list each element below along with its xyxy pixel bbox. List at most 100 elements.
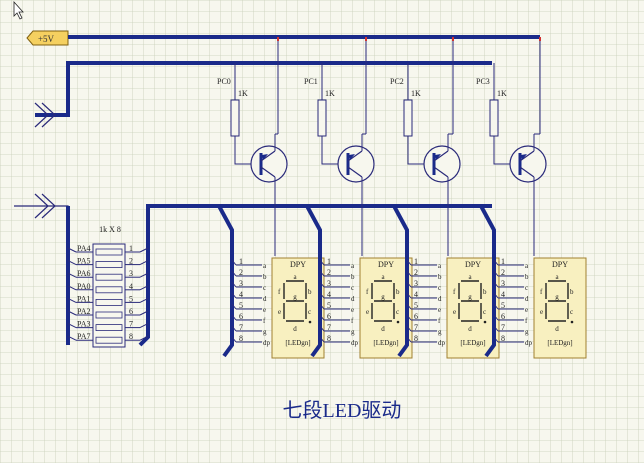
- resistor-pack-port: PA7: [77, 332, 91, 341]
- digit-segment-label: a: [293, 273, 297, 281]
- resistor-pack-pin: 8: [129, 332, 133, 341]
- transistor-stage: PC0 1K: [217, 37, 288, 256]
- display-body: [359, 257, 413, 359]
- digit-segment-label: d: [468, 325, 472, 333]
- digit-segment-label: e: [453, 308, 456, 316]
- display-pin-number: 7: [414, 323, 418, 332]
- display-pin-number: 5: [239, 301, 243, 310]
- digit-segment-label: g: [293, 293, 297, 301]
- display-segment-pin: d: [351, 295, 355, 303]
- display-footer: [LEDgn]: [373, 339, 398, 347]
- digit-segment-label: f: [366, 288, 369, 296]
- digit-segment-label: f: [540, 288, 543, 296]
- resistor-pack-pin: 5: [129, 294, 133, 303]
- digit-segment-label: f: [278, 288, 281, 296]
- digit-segment-label: a: [468, 273, 472, 281]
- display-pin-number: 8: [414, 334, 418, 343]
- display-pin-number: 4: [414, 290, 418, 299]
- digit-segment-label: b: [308, 288, 312, 296]
- display-segment-pin: dp: [525, 339, 533, 347]
- power-label: +5V: [38, 34, 55, 44]
- display-title: DPY: [552, 260, 568, 269]
- display-segment-pin: e: [525, 306, 528, 314]
- display-pin-number: 6: [414, 312, 418, 321]
- display-segment-pin: dp: [438, 339, 446, 347]
- display-pin-number: 5: [414, 301, 418, 310]
- display-pin-number: 7: [501, 323, 505, 332]
- transistor-port-label: PC2: [390, 77, 404, 86]
- display-segment-pin: a: [438, 262, 442, 270]
- transistor-symbol: [509, 145, 547, 183]
- display-pin-number: 7: [327, 323, 331, 332]
- display-pin-number: 7: [239, 323, 243, 332]
- resistor-pack-port: PA6: [77, 269, 91, 278]
- pc-bus: [35, 61, 492, 117]
- resistor-pack-pin: 6: [129, 307, 133, 316]
- display-segment-pin: g: [263, 328, 267, 336]
- display-segment-pin: c: [351, 284, 354, 292]
- display-segment-pin: d: [525, 295, 529, 303]
- display-segment-pin: b: [525, 273, 529, 281]
- display-pin-number: 6: [239, 312, 243, 321]
- digit-segment-label: a: [381, 273, 385, 281]
- digit-segment-label: g: [555, 293, 559, 301]
- display-pin-number: 8: [327, 334, 331, 343]
- display-segment-pin: c: [525, 284, 528, 292]
- display-segment-pin: g: [438, 328, 442, 336]
- resistor-value-label: 1K: [411, 89, 421, 98]
- resistor-pack-pin: 7: [129, 320, 133, 329]
- display-pin-number: 6: [327, 312, 331, 321]
- resistor-value-label: 1K: [325, 89, 335, 98]
- display-pin-number: 1: [414, 257, 418, 266]
- resistor-pack-pin: 2: [129, 257, 133, 266]
- display-segment-pin: e: [351, 306, 354, 314]
- digit-segment-label: d: [555, 325, 559, 333]
- base-resistor: [230, 99, 240, 137]
- base-resistor: [489, 99, 499, 137]
- pc-port-connector: [34, 102, 56, 128]
- resistor-pack-port: PA0: [77, 282, 91, 291]
- display-title: DPY: [465, 260, 481, 269]
- display-segment-pin: d: [263, 295, 267, 303]
- digit-segment-label: e: [540, 308, 543, 316]
- resistor-value-label: 1K: [497, 89, 507, 98]
- resistor-pack-port: PA4: [77, 244, 91, 253]
- display-pin-number: 8: [501, 334, 505, 343]
- display-pin-number: 3: [327, 279, 331, 288]
- display-segment-pin: e: [263, 306, 266, 314]
- digit-segment-label: c: [396, 308, 399, 316]
- display-body: [446, 257, 500, 359]
- display-body: [533, 257, 587, 359]
- display-pin-number: 8: [239, 334, 243, 343]
- resistor-value-label: 1K: [238, 89, 248, 98]
- resistor-pack-pin: 3: [129, 269, 133, 278]
- display-pin-number: 2: [501, 268, 505, 277]
- transistor-stage: PC1 1K: [304, 37, 375, 256]
- display-segment-pin: f: [438, 317, 441, 325]
- display-pin-number: 3: [414, 279, 418, 288]
- display-title: DPY: [378, 260, 394, 269]
- display-pin-number: 1: [239, 257, 243, 266]
- digit-segment-label: g: [381, 293, 385, 301]
- display-pin-number: 3: [239, 279, 243, 288]
- display-segment-pin: dp: [351, 339, 359, 347]
- digit-segment-label: f: [453, 288, 456, 296]
- transistor-port-label: PC1: [304, 77, 318, 86]
- display-segment-pin: a: [263, 262, 267, 270]
- resistor-pack-port: PA3: [77, 320, 91, 329]
- base-resistor: [403, 99, 413, 137]
- resistor-pack-port: PA1: [77, 294, 91, 303]
- resistor-pack-body: [92, 243, 126, 348]
- display-pin-number: 2: [414, 268, 418, 277]
- digit-segment-label: d: [293, 325, 297, 333]
- display-pin-number: 1: [501, 257, 505, 266]
- transistor-port-label: PC0: [217, 77, 231, 86]
- display-pin-number: 2: [327, 268, 331, 277]
- digit-segment-label: a: [555, 273, 559, 281]
